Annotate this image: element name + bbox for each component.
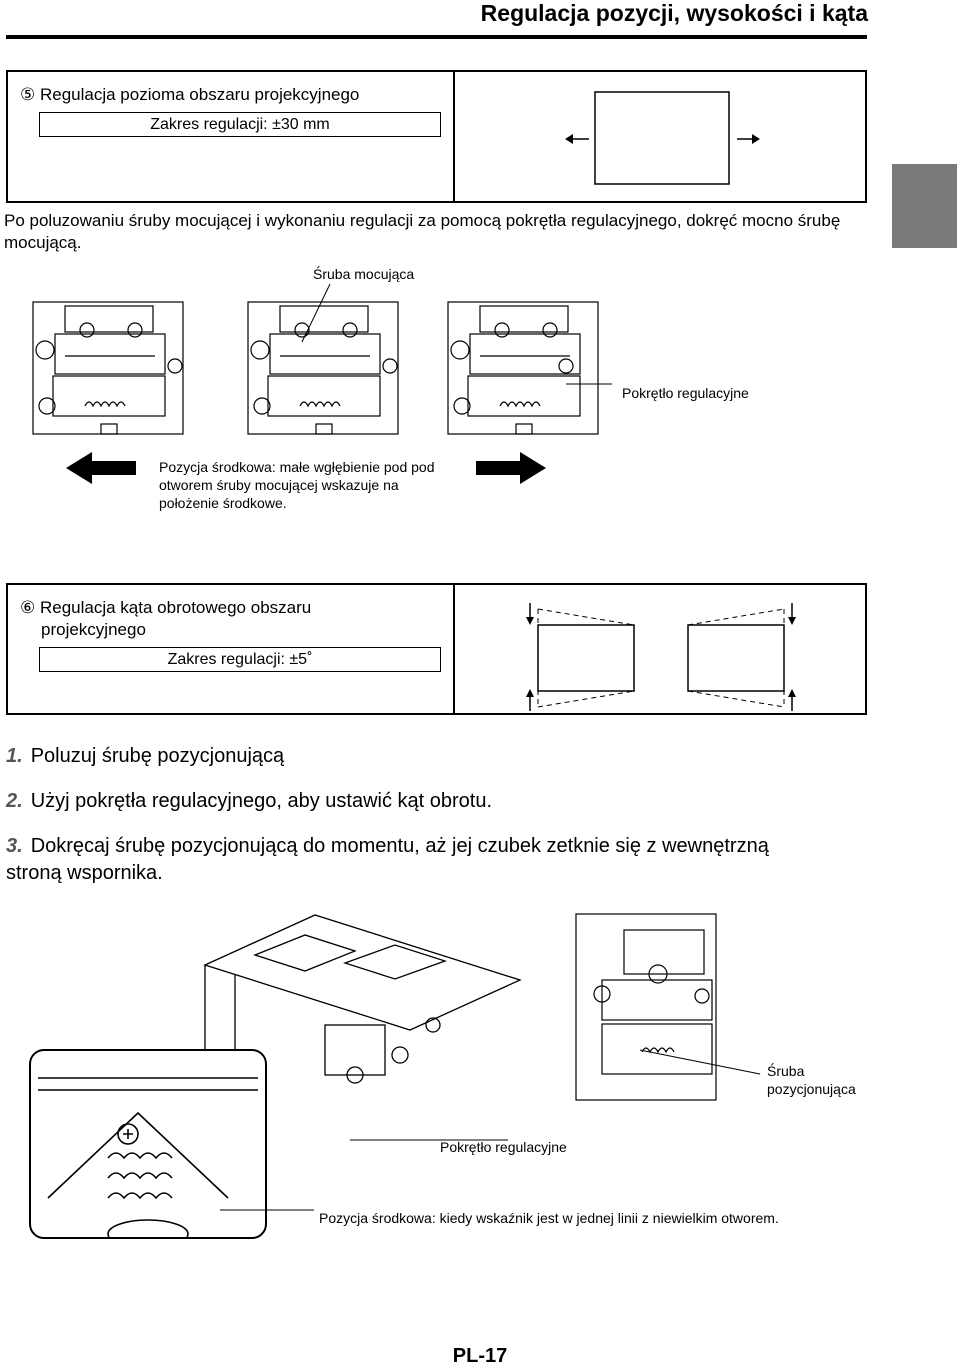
zoom-detail-panel [29, 1049, 267, 1239]
label-line: pozycjonująca [767, 1081, 856, 1097]
step-number: 3. [6, 835, 23, 857]
page-title: Regulacja pozycji, wysokości i kąta [480, 0, 868, 26]
step-text: stroną wspornika. [6, 862, 163, 884]
arrow-up-icon [788, 689, 796, 711]
big-arrow-left-icon [66, 452, 136, 484]
step-1: 1. Poluzuj śrubę pozycjonującą [6, 743, 284, 770]
arrow-down-icon [788, 603, 796, 625]
step-text: Poluzuj śrubę pozycjonującą [30, 745, 285, 767]
label-line: Śruba [767, 1063, 805, 1079]
step-text: Użyj pokrętła regulacyjnego, aby ustawić… [30, 790, 493, 812]
step-2: 2. Użyj pokrętła regulacyjnego, aby ustaw… [6, 788, 492, 815]
section-6-title-line: Regulacja kąta obrotowego obszaru [39, 598, 312, 617]
label-adjustment-knob-2: Pokrętło regulacyjne [440, 1139, 567, 1155]
label-adjustment-knob: Pokrętło regulacyjne [622, 385, 749, 401]
section-6-range: Zakres regulacji: ±5˚ [39, 647, 441, 672]
instruction-paragraph: Po poluzowaniu śruby mocującej i wykonan… [4, 211, 841, 252]
section-divider [453, 72, 455, 201]
label-fixing-screw: Śruba mocująca [313, 266, 415, 282]
section-6-heading: ⑥ Regulacja kąta obrotowego obszaru proj… [20, 597, 311, 641]
section-5-title: Regulacja pozioma obszaru projekcyjnego [39, 85, 360, 104]
horizontal-shift-diagram [565, 91, 760, 185]
section-divider [453, 585, 455, 713]
arrow-left-icon [565, 134, 589, 144]
section-5-heading: ⑤ Regulacja pozioma obszaru projekcyjneg… [20, 84, 359, 106]
step-number: 2. [6, 790, 23, 812]
section-6-title-line: projekcyjnego [41, 620, 146, 639]
bracket-drawing-right [447, 301, 599, 435]
section-5-range: Zakres regulacji: ±30 mm [39, 112, 441, 137]
section-5-marker: ⑤ [20, 85, 36, 104]
page-number: PL-17 [452, 1345, 508, 1367]
rotation-diagram [526, 603, 796, 711]
center-note-line: położenie środkowe. [159, 495, 287, 511]
chapter-tab [892, 164, 957, 248]
label-center-indicator: Pozycja środkowa: kiedy wskaźnik jest w … [319, 1210, 779, 1226]
bracket-drawing-left [32, 301, 184, 435]
arrow-right-icon [737, 134, 760, 144]
center-note-line: Pozycja środkowa: małe wgłębienie pod po… [159, 459, 435, 475]
mount-perspective-drawing [203, 914, 522, 1084]
label-positioning-screw: Śruba pozycjonująca [767, 1062, 856, 1098]
step-text: Dokręcaj śrubę pozycjonującą do momentu,… [30, 835, 769, 857]
header-rule [6, 35, 867, 39]
section-6-box: ⑥ Regulacja kąta obrotowego obszaru proj… [6, 583, 867, 715]
bracket-drawing-detail [575, 913, 717, 1101]
section-5-box: ⑤ Regulacja pozioma obszaru projekcyjneg… [6, 70, 867, 203]
big-arrow-right-icon [476, 452, 546, 484]
section-6-marker: ⑥ [20, 598, 36, 617]
step-3: 3. Dokręcaj śrubę pozycjonującą do moment… [6, 833, 886, 887]
center-position-note: Pozycja środkowa: małe wgłębienie pod po… [159, 458, 469, 512]
arrow-down-icon [526, 603, 534, 625]
step-number: 1. [6, 745, 23, 767]
arrow-up-icon [526, 689, 534, 711]
bracket-drawing-center [247, 301, 399, 435]
center-note-line: otworem śruby mocującej wskazuje na [159, 477, 399, 493]
